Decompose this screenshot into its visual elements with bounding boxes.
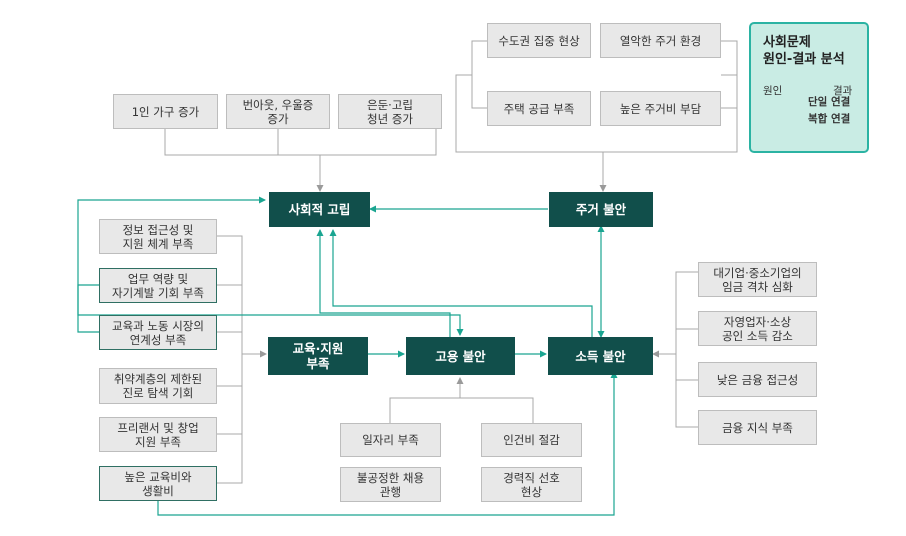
node-income-insecurity: 소득 불안 <box>548 337 653 375</box>
edu-cause-info-access: 정보 접근성 및 지원 체계 부족 <box>99 219 217 254</box>
legend-cause-label: 원인 <box>763 85 783 97</box>
employment-cause-experienced-preference: 경력직 선호 현상 <box>481 467 582 502</box>
legend: 사회문제 원인-결과 분석 <box>749 22 869 153</box>
edu-cause-vulnerable-career: 취약계층의 제한된 진로 탐색 기회 <box>99 368 217 404</box>
housing-cause-capital-concentration: 수도권 집중 현상 <box>487 23 591 58</box>
isolation-cause-burnout: 번아웃, 우울증 증가 <box>226 94 330 129</box>
isolation-cause-reclusive-youth: 은둔·고립 청년 증가 <box>338 94 442 129</box>
employment-cause-unfair-hiring: 불공정한 채용 관행 <box>340 467 441 502</box>
node-social-isolation: 사회적 고립 <box>269 192 370 227</box>
housing-cause-high-cost: 높은 주거비 부담 <box>600 91 721 126</box>
income-cause-finance-access: 낮은 금융 접근성 <box>698 362 817 397</box>
edu-cause-education-labor-link: 교육과 노동 시장의 연계성 부족 <box>99 315 217 350</box>
legend-title: 사회문제 원인-결과 분석 <box>763 35 845 67</box>
node-housing-insecurity: 주거 불안 <box>549 192 653 227</box>
legend-compound-link-label: 복합 연결 <box>808 113 851 125</box>
legend-single-link-label: 단일 연결 <box>808 96 851 108</box>
node-employment-insecurity: 고용 불안 <box>406 337 515 375</box>
housing-cause-poor-housing: 열악한 주거 환경 <box>600 23 721 58</box>
housing-cause-supply-shortage: 주택 공급 부족 <box>487 91 591 126</box>
edu-cause-skill-development: 업무 역량 및 자기계발 기회 부족 <box>99 268 217 303</box>
node-education-support-lack: 교육·지원 부족 <box>268 337 368 375</box>
employment-cause-labor-cost-cut: 인건비 절감 <box>481 423 582 457</box>
income-cause-wage-gap: 대기업·중소기업의 임금 격차 심화 <box>698 262 817 297</box>
edu-cause-high-cost-living: 높은 교육비와 생활비 <box>99 466 217 501</box>
income-cause-small-business-income: 자영업자·소상 공인 소득 감소 <box>698 311 817 346</box>
legend-effect-label: 결과 <box>833 85 853 97</box>
edu-cause-freelance-startup: 프리랜서 및 창업 지원 부족 <box>99 417 217 452</box>
employment-cause-job-shortage: 일자리 부족 <box>340 423 441 457</box>
income-cause-finance-literacy: 금융 지식 부족 <box>698 410 817 445</box>
isolation-cause-single-households: 1인 가구 증가 <box>113 94 218 129</box>
